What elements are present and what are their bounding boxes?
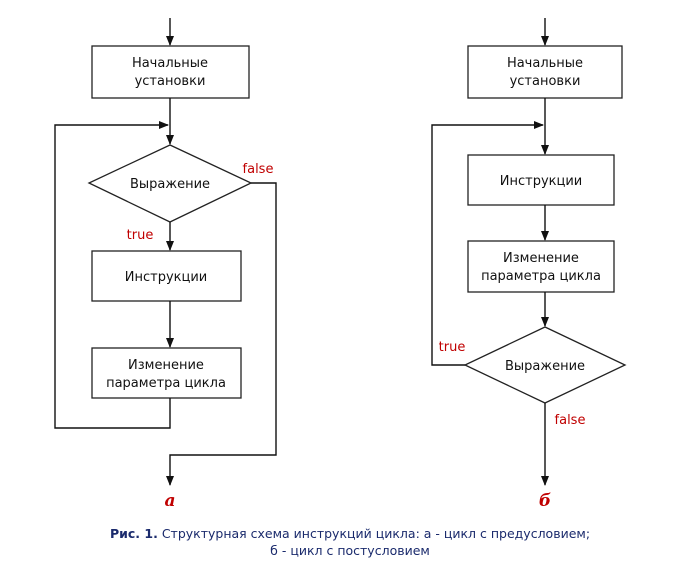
flowchart-b: Начальные установки Инструкции Изменение… <box>431 18 627 511</box>
a-update-box <box>91 347 242 399</box>
flowchart-a: Начальные установки Выражение true Инстр… <box>54 18 277 511</box>
b-update-text-1: Изменение <box>503 251 579 266</box>
b-init-text-2: установки <box>510 74 581 89</box>
a-condition-text: Выражение <box>130 177 210 192</box>
flowcharts: Начальные установки Выражение true Инстр… <box>54 18 627 511</box>
a-letter: а <box>164 491 175 511</box>
a-update-text-1: Изменение <box>128 358 204 373</box>
b-init-text-1: Начальные <box>507 56 583 71</box>
b-update-box <box>467 240 615 293</box>
figure-caption: Рис. 1. Структурная схема инструкций цик… <box>0 525 700 559</box>
b-condition-text: Выражение <box>505 359 585 374</box>
b-init-box <box>467 45 623 99</box>
a-init-box <box>91 45 250 99</box>
a-init-text-1: Начальные <box>132 56 208 71</box>
a-false-label: false <box>243 162 274 177</box>
a-body-box <box>91 250 242 302</box>
b-body-text: Инструкции <box>500 174 583 189</box>
b-update-text-2: параметра цикла <box>481 269 601 284</box>
b-false-label: false <box>555 413 586 428</box>
caption-prefix: Рис. 1. <box>109 526 158 541</box>
b-loop-back-arrow <box>431 121 544 366</box>
caption-line-2: б - цикл с постусловием <box>270 543 430 558</box>
a-loop-back-arrow <box>54 121 171 429</box>
a-true-label: true <box>127 228 154 243</box>
a-body-text: Инструкции <box>125 270 208 285</box>
b-body-box <box>467 154 615 206</box>
b-true-label: true <box>439 340 466 355</box>
a-init-text-2: установки <box>135 74 206 89</box>
a-exit-arrow <box>166 182 277 486</box>
caption-text-1: Структурная схема инструкций цикла: а - … <box>157 526 591 541</box>
a-update-text-2: параметра цикла <box>106 376 226 391</box>
caption-line-1: Рис. 1. Структурная схема инструкций цик… <box>0 525 700 542</box>
b-letter: б <box>539 491 551 511</box>
